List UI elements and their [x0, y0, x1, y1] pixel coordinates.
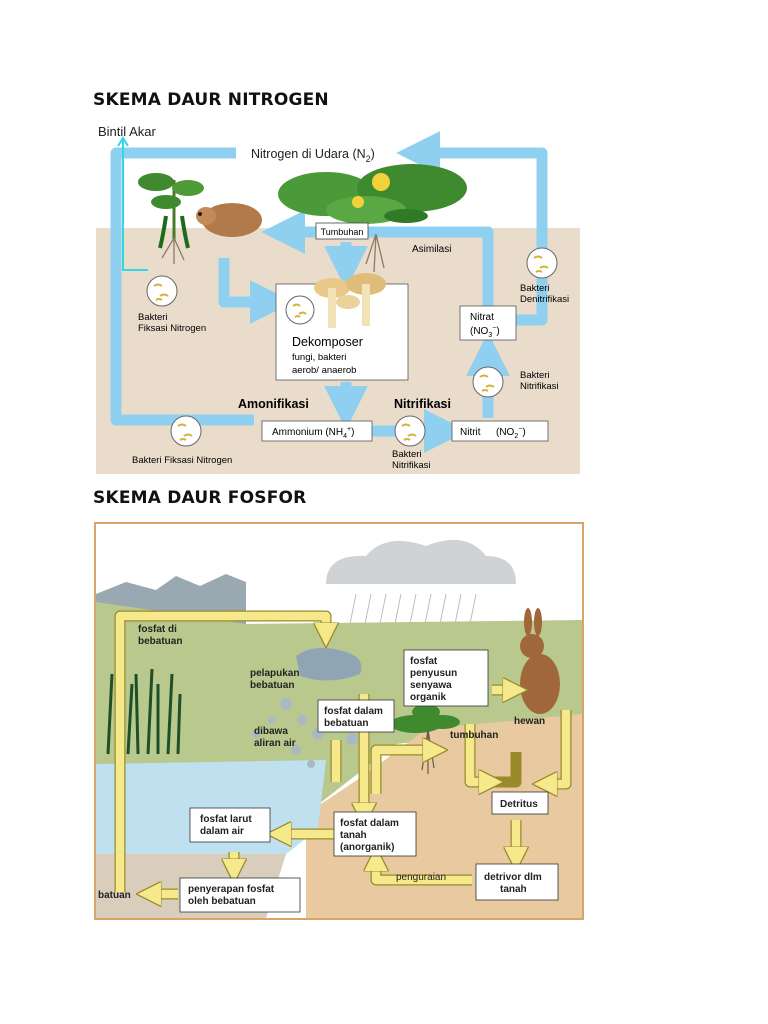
- arrow-hewan-to-detritus: [544, 710, 571, 784]
- rain-cloud: [326, 539, 516, 584]
- fosfor-cycle-diagram: fosfat di bebatuan pelapukan bebatuan di…: [94, 522, 584, 920]
- bean-plant-illustration: [138, 173, 204, 264]
- nitrit-box: [451, 420, 549, 442]
- weathered-rock: [296, 647, 362, 681]
- tumbuhan-label: Tumbuhan: [321, 227, 364, 237]
- batuan-label: batuan: [98, 890, 131, 901]
- detritus-label: Detritus: [500, 799, 538, 810]
- ammonium-box: [261, 420, 373, 442]
- asimilasi-label: Asimilasi: [412, 244, 451, 255]
- fosfat-tanah-label-1: fosfat dalam: [340, 818, 399, 829]
- tumbuhan-box: [315, 222, 369, 240]
- bakteri-fiksasi-label-2: Fiksasi Nitrogen: [138, 323, 206, 334]
- fixation-bacteria-icon-bottom: [170, 415, 202, 447]
- squash-plant-illustration: [278, 164, 467, 273]
- bakteri-denitrifikasi-label-1: Bakteri: [520, 283, 550, 294]
- hewan-label: hewan: [514, 716, 545, 727]
- penyerapan-label-2: oleh bebatuan: [188, 896, 256, 907]
- penyerapan-box: [179, 877, 301, 913]
- fosfat-penyusun-box: [403, 649, 489, 707]
- penyusun-label-1: fosfat: [410, 656, 438, 667]
- penyusun-label-3: senyawa: [410, 680, 452, 691]
- nitrat-box: [459, 305, 517, 341]
- nitrogen-cycle-heading: SKEMA DAUR NITROGEN: [93, 90, 329, 110]
- fosfat-larut-label-1: fosfat larut: [200, 814, 252, 825]
- bakteri-denitrifikasi-label-2: Denitrifikasi: [520, 294, 569, 305]
- penyusun-label-4: organik: [410, 692, 447, 703]
- bintil-akar-label: Bintil Akar: [98, 124, 156, 139]
- nitrifikasi-label: Nitrifikasi: [394, 397, 451, 411]
- fosfat-tanah-label-2: tanah: [340, 830, 367, 841]
- penyusun-label-2: penyusun: [410, 668, 457, 679]
- dekomposer-title: Dekomposer: [292, 335, 363, 349]
- nitrit-formula: (NO2−): [496, 426, 526, 440]
- decomposer-bacteria-icon: [285, 295, 315, 325]
- bakteri-fiksasi-label-1: Bakteri: [138, 312, 168, 323]
- pelapukan-label-1: pelapukan: [250, 668, 299, 679]
- rabbit-illustration: [520, 608, 560, 714]
- detrivor-box: [475, 863, 559, 901]
- arrow-soil-to-plant: [371, 750, 436, 794]
- fosfat-larut-label-2: dalam air: [200, 826, 244, 837]
- nitrogen-cycle-diagram: Tumbuhan Bintil Akar Nitrogen di Udara (…: [96, 120, 580, 474]
- mole-animal-illustration: [196, 203, 262, 237]
- bakteri-fiksasi-bottom-label: Bakteri Fiksasi Nitrogen: [132, 455, 232, 466]
- bakteri-nitrifikasi-bottom-2: Nitrifikasi: [392, 460, 431, 471]
- mushroom-illustration: [314, 273, 386, 328]
- fosfat-dalam-bebatuan-label-1: fosfat dalam: [324, 706, 383, 717]
- arrow-uplift: [115, 611, 326, 892]
- dandelion-plant-illustration: [390, 704, 460, 774]
- fosfat-bebatuan-label-1: fosfat di: [138, 624, 177, 635]
- ammonium-label: Ammonium (NH4+): [272, 426, 354, 440]
- nitrit-label: Nitrit: [460, 427, 481, 438]
- amonifikasi-label: Amonifikasi: [238, 397, 309, 411]
- detrivor-label-1: detrivor dlm: [484, 872, 542, 883]
- fixation-bacteria-icon: [146, 275, 178, 307]
- penguraian-label: penguraian: [396, 872, 446, 883]
- fosfat-dalam-bebatuan-label-2: bebatuan: [324, 718, 368, 729]
- nitrat-formula: (NO3−): [470, 325, 500, 339]
- bakteri-nitrifikasi-bottom-1: Bakteri: [392, 449, 422, 460]
- tumbuhan-label: tumbuhan: [450, 730, 498, 741]
- fosfor-cycle-heading: SKEMA DAUR FOSFOR: [93, 488, 307, 508]
- root-nodule-line: [122, 140, 148, 271]
- arrow-animal-to-decomposer: [218, 258, 294, 324]
- arrow-decomposition: [376, 858, 472, 885]
- detritus-box: [491, 791, 549, 815]
- dibawa-label-2: aliran air: [254, 738, 296, 749]
- pelapukan-label-2: bebatuan: [250, 680, 294, 691]
- penyerapan-label-1: penyerapan fosfat: [188, 884, 275, 895]
- arrow-denitrification-up: [396, 131, 548, 326]
- fosfat-tanah-label-3: (anorganik): [340, 842, 394, 853]
- fosfat-larut-box: [189, 807, 271, 843]
- nitrification-bacteria-icon-right: [472, 366, 504, 398]
- nitrogen-udara-label: Nitrogen di Udara (N2): [251, 147, 375, 164]
- nitrat-label: Nitrat: [470, 312, 494, 323]
- fosfat-bebatuan-label-2: bebatuan: [138, 636, 182, 647]
- dekomposer-detail-2: aerob/ anaerob: [292, 365, 356, 376]
- bakteri-nitrifikasi-right-2: Nitrifikasi: [520, 381, 559, 392]
- denitrification-bacteria-icon: [526, 247, 558, 279]
- detrivor-label-2: tanah: [500, 884, 527, 895]
- fosfat-dalam-bebatuan-box: [317, 699, 395, 733]
- fosfat-tanah-box: [333, 811, 417, 857]
- dibawa-label-1: dibawa: [254, 726, 288, 737]
- nitrification-bacteria-icon-bottom: [394, 415, 426, 447]
- dekomposer-detail-1: fungi, bakteri: [292, 352, 346, 363]
- bakteri-nitrifikasi-right-1: Bakteri: [520, 370, 550, 381]
- arrow-plant-to-detritus: [465, 724, 492, 782]
